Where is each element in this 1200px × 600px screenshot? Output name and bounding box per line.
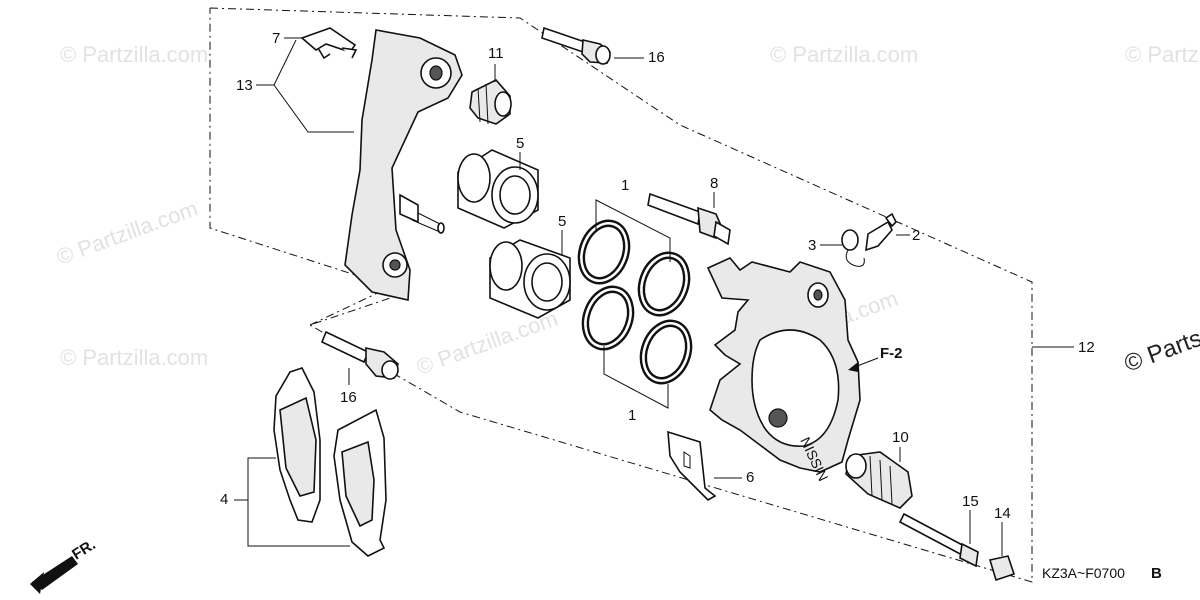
pad-retainer-clip — [300, 27, 358, 60]
callout-5-lower[interactable]: 5 — [558, 213, 566, 256]
pad-spring-6 — [667, 430, 717, 501]
bolt-16-lower — [320, 330, 399, 380]
fig-ref-label: F-2 — [880, 345, 903, 362]
watermark-text: © Partzilla.com — [53, 196, 201, 270]
callout-label: 10 — [892, 429, 909, 446]
callout-16-lower[interactable]: 16 — [340, 368, 357, 406]
callout-label: 11 — [488, 45, 504, 62]
callout-label: 12 — [1078, 339, 1095, 356]
watermark-text: © Partzilla.com — [60, 345, 208, 370]
callout-2[interactable]: 2 — [896, 227, 920, 244]
callout-label: 16 — [648, 49, 665, 66]
callout-label: 6 — [746, 469, 754, 486]
callout-10[interactable]: 10 — [892, 429, 909, 462]
piston-lower — [489, 239, 571, 319]
callout-3[interactable]: 3 — [808, 237, 842, 254]
callout-label: 14 — [994, 505, 1011, 522]
callout-label: 4 — [220, 491, 228, 508]
watermark-text: © Partzilla.com — [770, 42, 918, 67]
bleeder-screw-2 — [865, 212, 897, 252]
watermark-text: © Partzilla.com — [60, 42, 208, 67]
watermark-text: © Partzilla.com — [1125, 42, 1200, 67]
piston-seals — [577, 219, 693, 385]
fig-ref-arrowhead — [848, 362, 858, 372]
callout-8[interactable]: 8 — [710, 175, 718, 208]
callout-label: 1 — [621, 177, 629, 194]
callout-16-top[interactable]: 16 — [614, 49, 665, 66]
callout-label: 3 — [808, 237, 816, 254]
callout-15[interactable]: 15 — [962, 493, 979, 544]
callout-label: 5 — [558, 213, 566, 230]
diagram-code-suffix: B — [1151, 565, 1162, 582]
callout-label: 8 — [710, 175, 718, 192]
callout-13[interactable]: 13 — [236, 39, 354, 133]
boot-seal-11 — [469, 79, 512, 125]
pin-boot-10 — [845, 451, 913, 509]
callout-label: 2 — [912, 227, 920, 244]
front-direction-arrow-icon — [30, 556, 78, 594]
brake-pad-outer — [273, 367, 321, 523]
callout-1-top[interactable]: 1 — [595, 177, 671, 262]
callout-11[interactable]: 11 — [488, 45, 504, 82]
callout-label: 16 — [340, 389, 357, 406]
piston-upper — [457, 149, 539, 229]
pin-bolt-8 — [647, 192, 731, 246]
callout-4[interactable]: 4 — [220, 457, 350, 547]
caliper-bracket — [344, 29, 463, 301]
bolt-16-top — [541, 26, 611, 65]
callout-5-upper[interactable]: 5 — [516, 135, 524, 170]
diagram-code: KZ3A~F0700 — [1042, 565, 1125, 581]
brake-pad-inner — [333, 408, 387, 557]
callout-label: 7 — [272, 30, 280, 47]
watermark-text: © Parts — [1121, 325, 1200, 378]
callout-label: 15 — [962, 493, 979, 510]
callout-label: 13 — [236, 77, 253, 94]
callout-12[interactable]: 12 — [1032, 339, 1095, 356]
callout-14[interactable]: 14 — [994, 505, 1011, 556]
callout-6[interactable]: 6 — [714, 469, 754, 486]
callout-1-bottom[interactable]: 1 — [603, 346, 669, 424]
caliper-body: NISSIN — [706, 257, 861, 484]
bleeder-cap-3 — [841, 229, 865, 267]
pad-pin-15 — [898, 512, 979, 568]
callout-label: 1 — [628, 407, 636, 424]
pin-plug-14 — [988, 555, 1016, 582]
callout-label: 5 — [516, 135, 524, 152]
assembly-outline — [209, 7, 1033, 583]
callout-7[interactable]: 7 — [272, 30, 302, 47]
